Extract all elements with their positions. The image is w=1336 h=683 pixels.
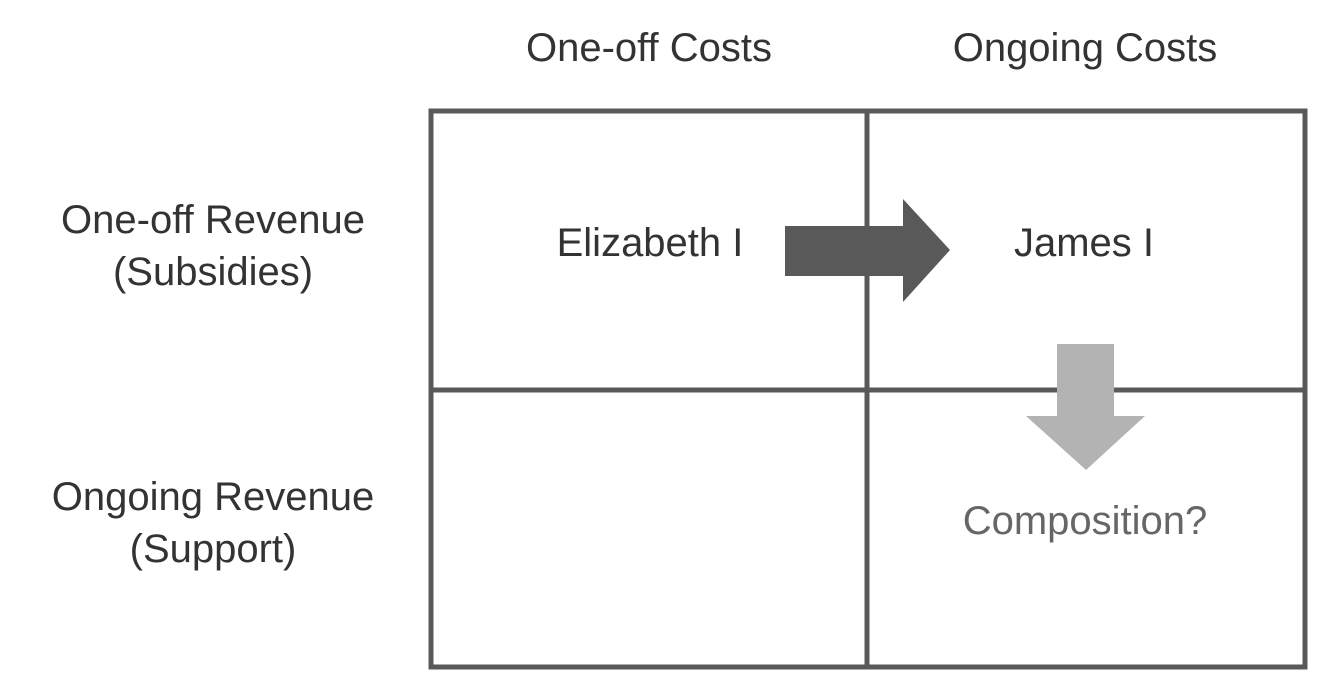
column-header-ongoing-costs: Ongoing Costs <box>952 26 1218 70</box>
cell-james-i: James I <box>1013 221 1155 265</box>
row-header-ongoing-revenue: Ongoing Revenue (Support) <box>20 471 406 575</box>
cell-composition: Composition? <box>962 499 1208 543</box>
right-arrow-icon <box>785 199 950 302</box>
row-header-one-off-revenue-line1: One-off Revenue <box>61 198 365 242</box>
column-header-one-off-costs: One-off Costs <box>525 26 773 70</box>
row-header-one-off-revenue-line2: (Subsidies) <box>112 250 314 294</box>
row-header-ongoing-revenue-line2: (Support) <box>129 527 297 571</box>
down-arrow-icon <box>1026 344 1145 470</box>
row-header-ongoing-revenue-line1: Ongoing Revenue <box>51 475 375 519</box>
row-header-one-off-revenue: One-off Revenue (Subsidies) <box>20 194 406 298</box>
cell-elizabeth-i: Elizabeth I <box>556 221 744 265</box>
